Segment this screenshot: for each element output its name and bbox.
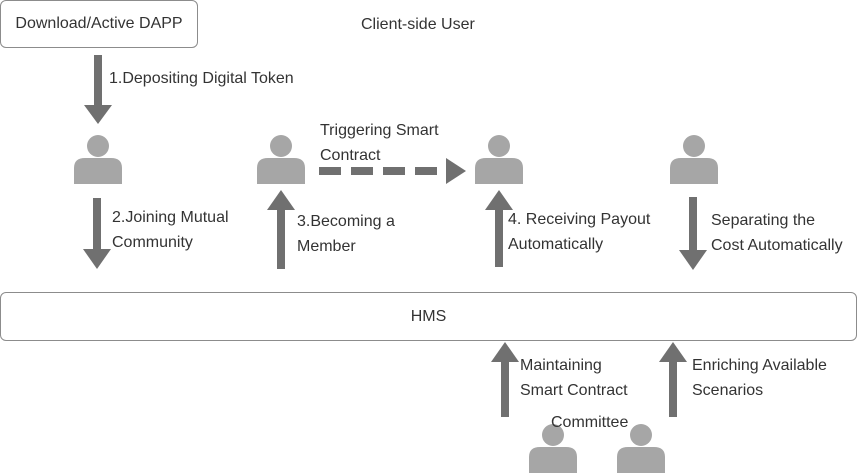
- committee-label: Committee: [551, 414, 629, 431]
- step-receiving-line-1: 4. Receiving Payout: [508, 211, 651, 228]
- diagram-title: Client-side User: [361, 16, 475, 33]
- dapp-box-label: Download/Active DAPP: [15, 15, 183, 32]
- step-depositing-label: 1.Depositing Digital Token: [109, 70, 294, 87]
- arrow-down-depositing: [84, 55, 112, 124]
- user-icon-member: [257, 135, 305, 184]
- hms-box-label: HMS: [410, 307, 447, 325]
- step-maintaining-line-1: Maintaining: [520, 357, 602, 374]
- arrow-up-enriching: [659, 342, 687, 417]
- arrow-up-maintaining: [491, 342, 519, 417]
- step-becoming-line-2: Member: [297, 238, 356, 255]
- step-joining-line-2: Community: [112, 234, 193, 251]
- step-enriching-line-2: Scenarios: [692, 382, 764, 399]
- step-separating-label: Separating the Cost Automatically: [711, 208, 843, 258]
- step-triggering-line-2: Contract: [320, 147, 381, 164]
- user-icon-cost-sharer: [670, 135, 718, 184]
- step-triggering-line-1: Triggering Smart: [320, 122, 439, 139]
- step-receiving-line-2: Automatically: [508, 236, 604, 253]
- hms-box: HMS: [0, 292, 857, 341]
- user-icon-depositor: [74, 135, 122, 184]
- step-becoming-line-1: 3.Becoming a: [297, 213, 395, 230]
- step-receiving-label: 4. Receiving Payout Automatically: [508, 207, 650, 257]
- arrow-down-joining: [83, 198, 111, 269]
- step-maintaining-line-2: Smart Contract: [520, 382, 628, 399]
- dashed-arrow-triggering: [319, 158, 466, 184]
- step-joining-label: 2.Joining Mutual Community: [112, 205, 229, 255]
- step-triggering-label: Triggering Smart Contract: [320, 118, 439, 168]
- step-enriching-line-1: Enriching Available: [692, 357, 827, 374]
- arrow-up-receiving: [485, 190, 513, 267]
- step-enriching-label: Enriching Available Scenarios: [692, 353, 827, 403]
- step-becoming-label: 3.Becoming a Member: [297, 209, 395, 259]
- user-icon-payee: [475, 135, 523, 184]
- step-separating-line-1: Separating the: [711, 212, 816, 229]
- step-separating-line-2: Cost Automatically: [711, 237, 843, 254]
- arrow-up-becoming: [267, 190, 295, 269]
- step-maintaining-label: Maintaining Smart Contract: [520, 353, 628, 403]
- dapp-box: Download/Active DAPP: [0, 0, 198, 48]
- arrow-down-separating: [679, 197, 707, 270]
- step-joining-line-1: 2.Joining Mutual: [112, 209, 229, 226]
